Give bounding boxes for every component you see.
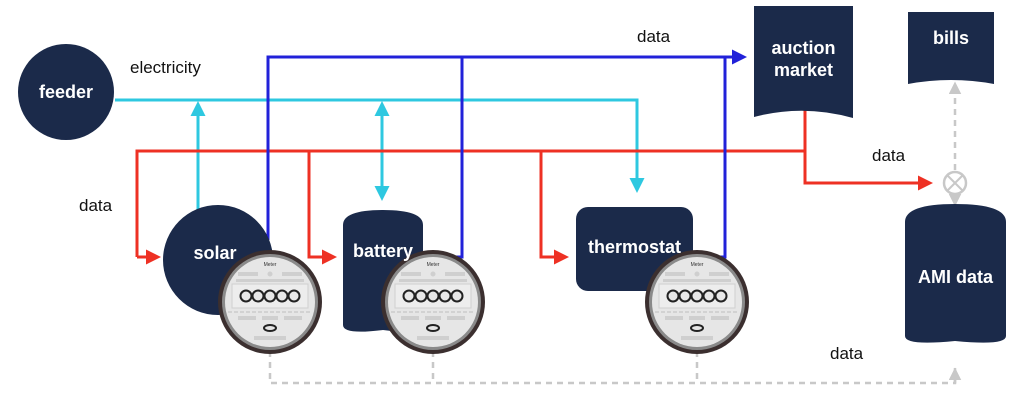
data-red-lines bbox=[135, 90, 933, 265]
bills-node bbox=[908, 12, 994, 84]
combine-icon bbox=[942, 170, 968, 196]
data-right-edge-label: data bbox=[872, 146, 906, 165]
thermostat-label: thermostat bbox=[587, 237, 681, 257]
battery-label: battery bbox=[352, 241, 414, 261]
thermostat-meter-icon bbox=[644, 249, 750, 355]
data-left-edge-label: data bbox=[79, 196, 113, 215]
electricity-lines bbox=[115, 98, 645, 210]
bills-label: bills bbox=[932, 28, 969, 48]
feeder-label: feeder bbox=[38, 82, 94, 102]
solar-label: solar bbox=[193, 243, 237, 263]
feeder-node bbox=[18, 44, 114, 140]
data-bottom-edge-label: data bbox=[830, 344, 864, 363]
ami-data-label: AMI data bbox=[917, 267, 993, 287]
data-top-edge-label: data bbox=[637, 27, 671, 46]
auction-market-node bbox=[754, 6, 853, 118]
electricity-edge-label: electricity bbox=[130, 58, 201, 77]
solar-meter-icon bbox=[217, 249, 323, 355]
ami-data-node bbox=[905, 204, 1006, 343]
battery-meter-icon bbox=[380, 249, 486, 355]
auction-market-label: auction market bbox=[771, 38, 836, 80]
